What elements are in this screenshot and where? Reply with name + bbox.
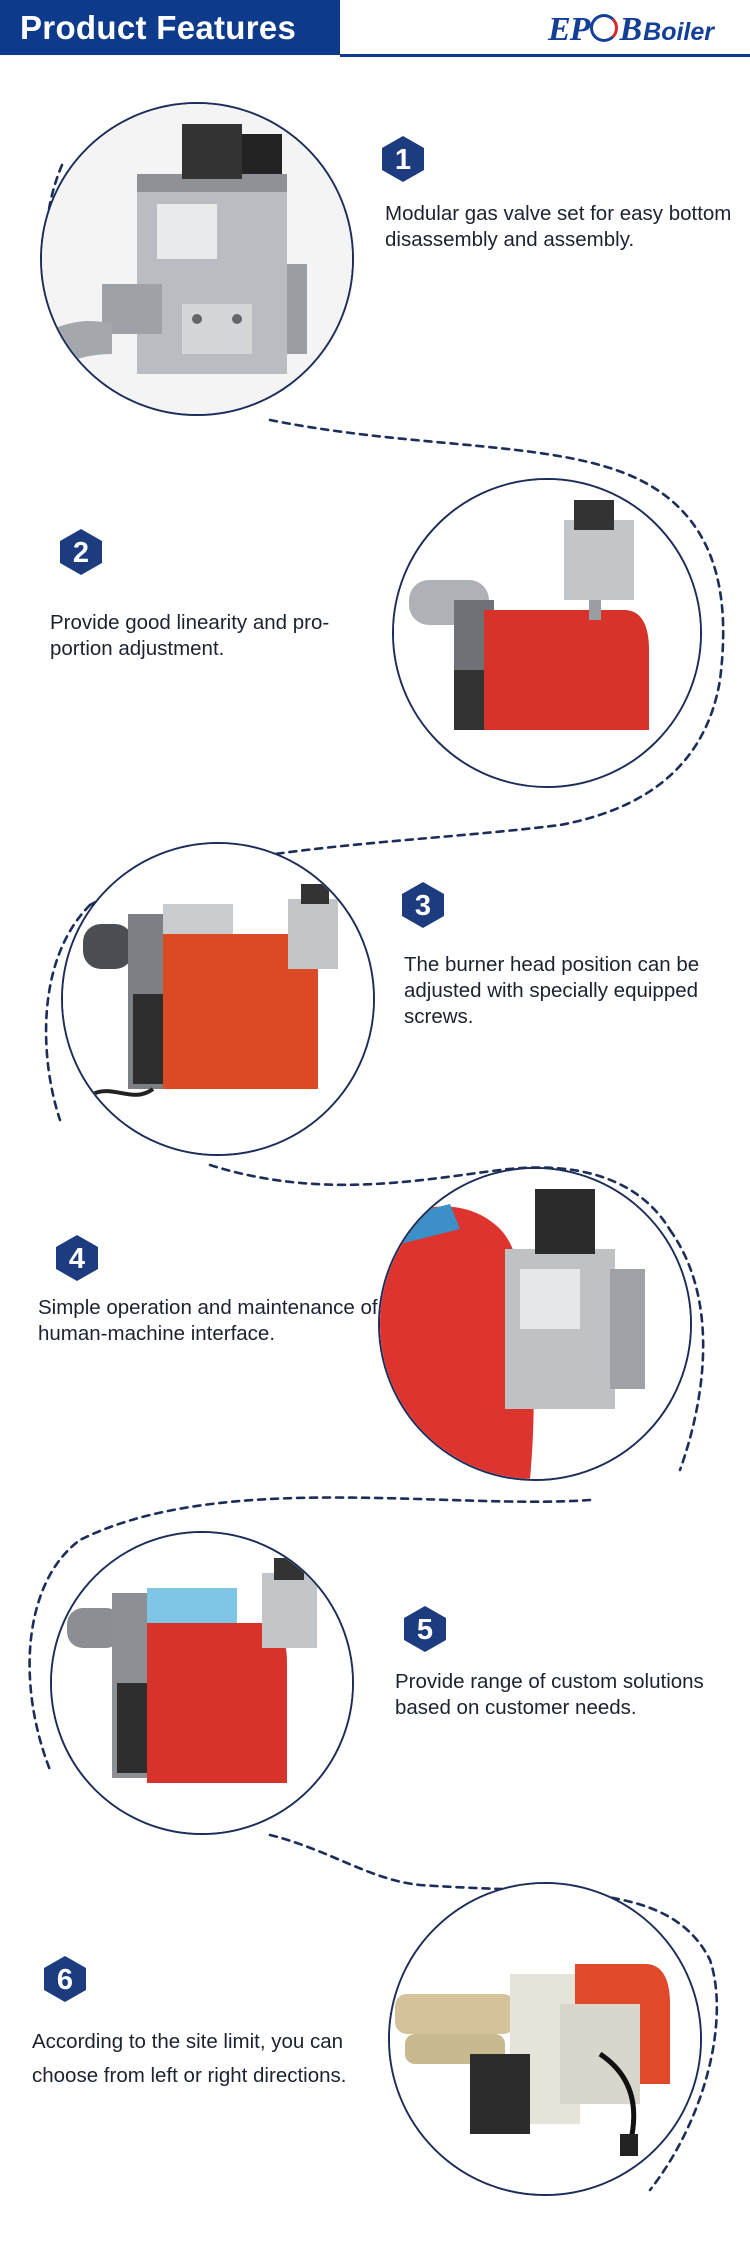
feature-1-number-badge: 1 (378, 134, 428, 184)
page-header: Product Features EP BBoiler (0, 0, 750, 62)
logo-text-main: EP (548, 11, 590, 48)
burner-closeup-illustration (380, 1169, 690, 1479)
burner-right-view-illustration (394, 480, 700, 786)
feature-1-number: 1 (394, 144, 412, 176)
feature-3-photo (61, 842, 375, 1156)
burner-head-illustration (390, 1884, 700, 2194)
gas-valve-set-illustration (42, 104, 352, 414)
feature-4-photo (378, 1167, 692, 1481)
feature-3-number: 3 (414, 890, 432, 922)
feature-6-number: 6 (56, 1964, 74, 1996)
feature-3-text: The burner head position can be adjusted… (404, 953, 700, 1028)
feature-1-photo (40, 102, 354, 416)
feature-6-number-badge: 6 (40, 1954, 90, 2004)
feature-5-number: 5 (416, 1614, 434, 1646)
feature-4-text: Simple operation and maintenance of huma… (38, 1296, 378, 1345)
feature-1-text: Modular gas valve set for easy bottom di… (385, 202, 732, 251)
page-title: Product Features (20, 9, 297, 46)
feature-5-text: Provide range of custom solutions based … (395, 1670, 704, 1719)
header-title-bar (0, 0, 340, 55)
feature-6-text: According to the site limit, you can cho… (32, 2030, 347, 2087)
logo-text-main-2: B (619, 11, 642, 48)
burner-side-view-illustration (63, 844, 373, 1154)
logo-text-sub: Boiler (643, 18, 714, 46)
feature-5-number-badge: 5 (400, 1604, 450, 1654)
header-divider (340, 54, 750, 57)
feature-5-photo (50, 1531, 354, 1835)
feature-4-number: 4 (68, 1243, 86, 1275)
feature-2-text: Provide good linearity and pro-portion a… (50, 611, 330, 660)
feature-6-photo (388, 1882, 702, 2196)
feature-2-photo (392, 478, 702, 788)
brand-logo: EP BBoiler (548, 10, 714, 50)
logo-ring-icon (590, 14, 619, 42)
burner-front-view-illustration (52, 1533, 352, 1833)
feature-2-number-badge: 2 (56, 527, 106, 577)
feature-4-number-badge: 4 (52, 1233, 102, 1283)
feature-3-number-badge: 3 (398, 880, 448, 930)
feature-2-number: 2 (72, 537, 90, 569)
